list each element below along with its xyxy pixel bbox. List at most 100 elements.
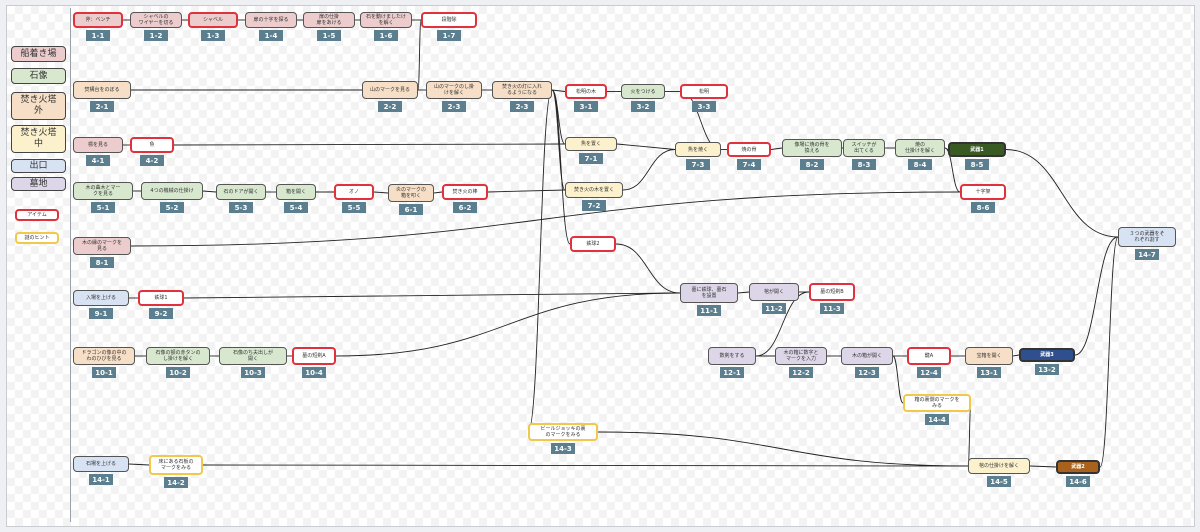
- node-id-label: 2-2: [378, 101, 402, 112]
- flow-node[interactable]: 武器1: [948, 142, 1006, 157]
- node-id-label: 7-1: [579, 153, 603, 164]
- flow-node[interactable]: 4つの機械の仕掛け: [141, 182, 203, 200]
- flow-node[interactable]: 魚を焼く: [675, 142, 721, 157]
- flow-node[interactable]: 松明の木: [565, 84, 607, 99]
- flow-node[interactable]: 鉄球1: [138, 290, 184, 306]
- node-id-label: 1-3: [201, 30, 225, 41]
- flow-node[interactable]: 石を動けましたけ を解く: [360, 12, 412, 28]
- flow-node[interactable]: 像場に焼の骨を 換える: [782, 139, 842, 157]
- flow-node[interactable]: 鍵A: [907, 347, 951, 365]
- node-id-label: 8-2: [800, 159, 824, 170]
- connector-line: [335, 292, 681, 357]
- flow-node[interactable]: シャベルの ワイヤーを切る: [130, 12, 182, 28]
- flow-node[interactable]: 焼の骨: [727, 142, 771, 157]
- legend-entry: 出口: [11, 159, 66, 173]
- node-id-label: 13-1: [977, 367, 1001, 378]
- flow-node[interactable]: 魚: [130, 137, 174, 153]
- flow-node[interactable]: 石像のち夫出しが 開く: [219, 347, 287, 365]
- node-id-label: 5-5: [342, 202, 366, 213]
- flow-node[interactable]: 十字架: [960, 184, 1006, 200]
- flow-node[interactable]: 数剣をする: [708, 347, 756, 365]
- flow-node[interactable]: オノ: [334, 184, 374, 200]
- flow-node[interactable]: 石のドアが開く: [216, 184, 266, 200]
- connector-line: [770, 147, 783, 150]
- flow-node[interactable]: 段階除: [421, 12, 477, 28]
- flow-node[interactable]: ドラゴンの像の中の わのひびを見る: [73, 347, 135, 365]
- flow-node[interactable]: ３つの武器をそ れぞれ割す: [1118, 227, 1176, 247]
- connector-line: [1099, 236, 1119, 468]
- flow-node[interactable]: 武器3: [1019, 348, 1075, 362]
- connector-line: [433, 191, 443, 194]
- node-id-label: 12-1: [720, 367, 744, 378]
- connector-line: [551, 89, 566, 191]
- connector-line: [551, 89, 571, 245]
- flow-node[interactable]: 箱の裏側のマークを みる: [903, 394, 971, 412]
- flow-node[interactable]: 床にある石板の マークをみる: [149, 455, 203, 475]
- node-id-label: 5-2: [160, 202, 184, 213]
- node-id-label: 3-2: [631, 101, 655, 112]
- connector-line: [1005, 149, 1119, 238]
- connector-line: [183, 292, 681, 299]
- flow-node[interactable]: 宝箱を開く: [965, 347, 1013, 365]
- node-id-label: 2-3: [442, 101, 466, 112]
- connector-line: [967, 402, 972, 467]
- flow-node[interactable]: 鉄球2: [570, 236, 616, 252]
- flow-node[interactable]: シャベル: [188, 12, 238, 28]
- flow-node[interactable]: 扉の仕掛 扉をあける: [303, 12, 355, 28]
- connector-line: [892, 355, 904, 404]
- flow-node[interactable]: 魚を置く: [565, 137, 617, 151]
- connector-line: [202, 190, 217, 193]
- node-id-label: 1-2: [144, 30, 168, 41]
- flow-node[interactable]: 焚き火の木を置く: [565, 182, 623, 198]
- node-id-label: 11-3: [820, 303, 844, 314]
- flow-node[interactable]: 入場を上げる: [73, 290, 129, 306]
- flow-node[interactable]: 石場を上げる: [73, 456, 129, 472]
- node-id-label: 10-1: [92, 367, 116, 378]
- node-id-label: 8-6: [971, 202, 995, 213]
- flow-node[interactable]: 扉の十字を探る: [245, 12, 297, 28]
- flow-node[interactable]: スイッチが 出てくる: [843, 139, 885, 157]
- flow-node[interactable]: 墓の短剣B: [809, 283, 855, 301]
- flow-node[interactable]: 焚構台をのぼる: [73, 81, 131, 99]
- flow-node[interactable]: ビールジョッキの裏 のマークをみる: [528, 423, 598, 441]
- flow-node[interactable]: 山のマークのし掛 けを解く: [426, 81, 482, 99]
- connector-line: [944, 147, 961, 193]
- flow-node[interactable]: 墓の短剣A: [292, 347, 336, 365]
- connector-line: [487, 189, 566, 193]
- flow-node[interactable]: 焚き火の棒: [442, 184, 488, 200]
- node-id-label: 5-3: [229, 202, 253, 213]
- connector-line: [616, 143, 676, 150]
- legend-entry: 謎のヒント: [15, 232, 59, 244]
- flow-node[interactable]: 木の曲木とマー クを見る: [73, 182, 133, 200]
- flow-node[interactable]: 斧：ベンチ: [73, 12, 123, 28]
- node-id-label: 4-1: [86, 155, 110, 166]
- flow-node[interactable]: 石像の額の赤タンの し掛けを解く: [146, 347, 210, 365]
- flow-node[interactable]: 標を見る: [73, 137, 123, 153]
- connector-line: [755, 291, 810, 357]
- node-id-label: 7-2: [582, 200, 606, 211]
- flow-node[interactable]: 松明: [680, 84, 728, 99]
- flow-node[interactable]: 木の箱が開く: [841, 347, 893, 365]
- flow-node[interactable]: 木の箱に数字と マークを入力: [775, 347, 827, 365]
- flow-node[interactable]: 山のマークを見る: [362, 81, 418, 99]
- flow-node[interactable]: 箱を開く: [276, 184, 316, 200]
- flow-node[interactable]: 棺が開く: [749, 283, 799, 301]
- flow-node[interactable]: 棺の仕掛けを解く: [968, 458, 1030, 474]
- legend-entry: 焚き火塔 外: [11, 92, 66, 120]
- node-id-label: 6-2: [453, 202, 477, 213]
- flow-node[interactable]: 武器2: [1056, 460, 1100, 474]
- node-id-label: 6-1: [399, 204, 423, 215]
- flow-node[interactable]: 火をつける: [621, 84, 665, 99]
- flow-node[interactable]: 焼の 仕掛けを解く: [895, 139, 945, 157]
- node-id-label: 11-2: [762, 303, 786, 314]
- connector-line: [1012, 354, 1020, 357]
- node-id-label: 3-1: [574, 101, 598, 112]
- flow-node[interactable]: 焚き火の灯に入れ るようになる: [492, 81, 552, 99]
- flow-node[interactable]: 墓に鉄球、墓石 を設置: [680, 283, 738, 303]
- flow-node[interactable]: 木の縁のマークを 見る: [73, 237, 131, 255]
- legend-entry: 墓地: [11, 177, 66, 191]
- node-id-label: 5-1: [91, 202, 115, 213]
- flow-node[interactable]: 炎のマークの 箱を叩く: [388, 184, 434, 202]
- connector-line: [373, 191, 389, 194]
